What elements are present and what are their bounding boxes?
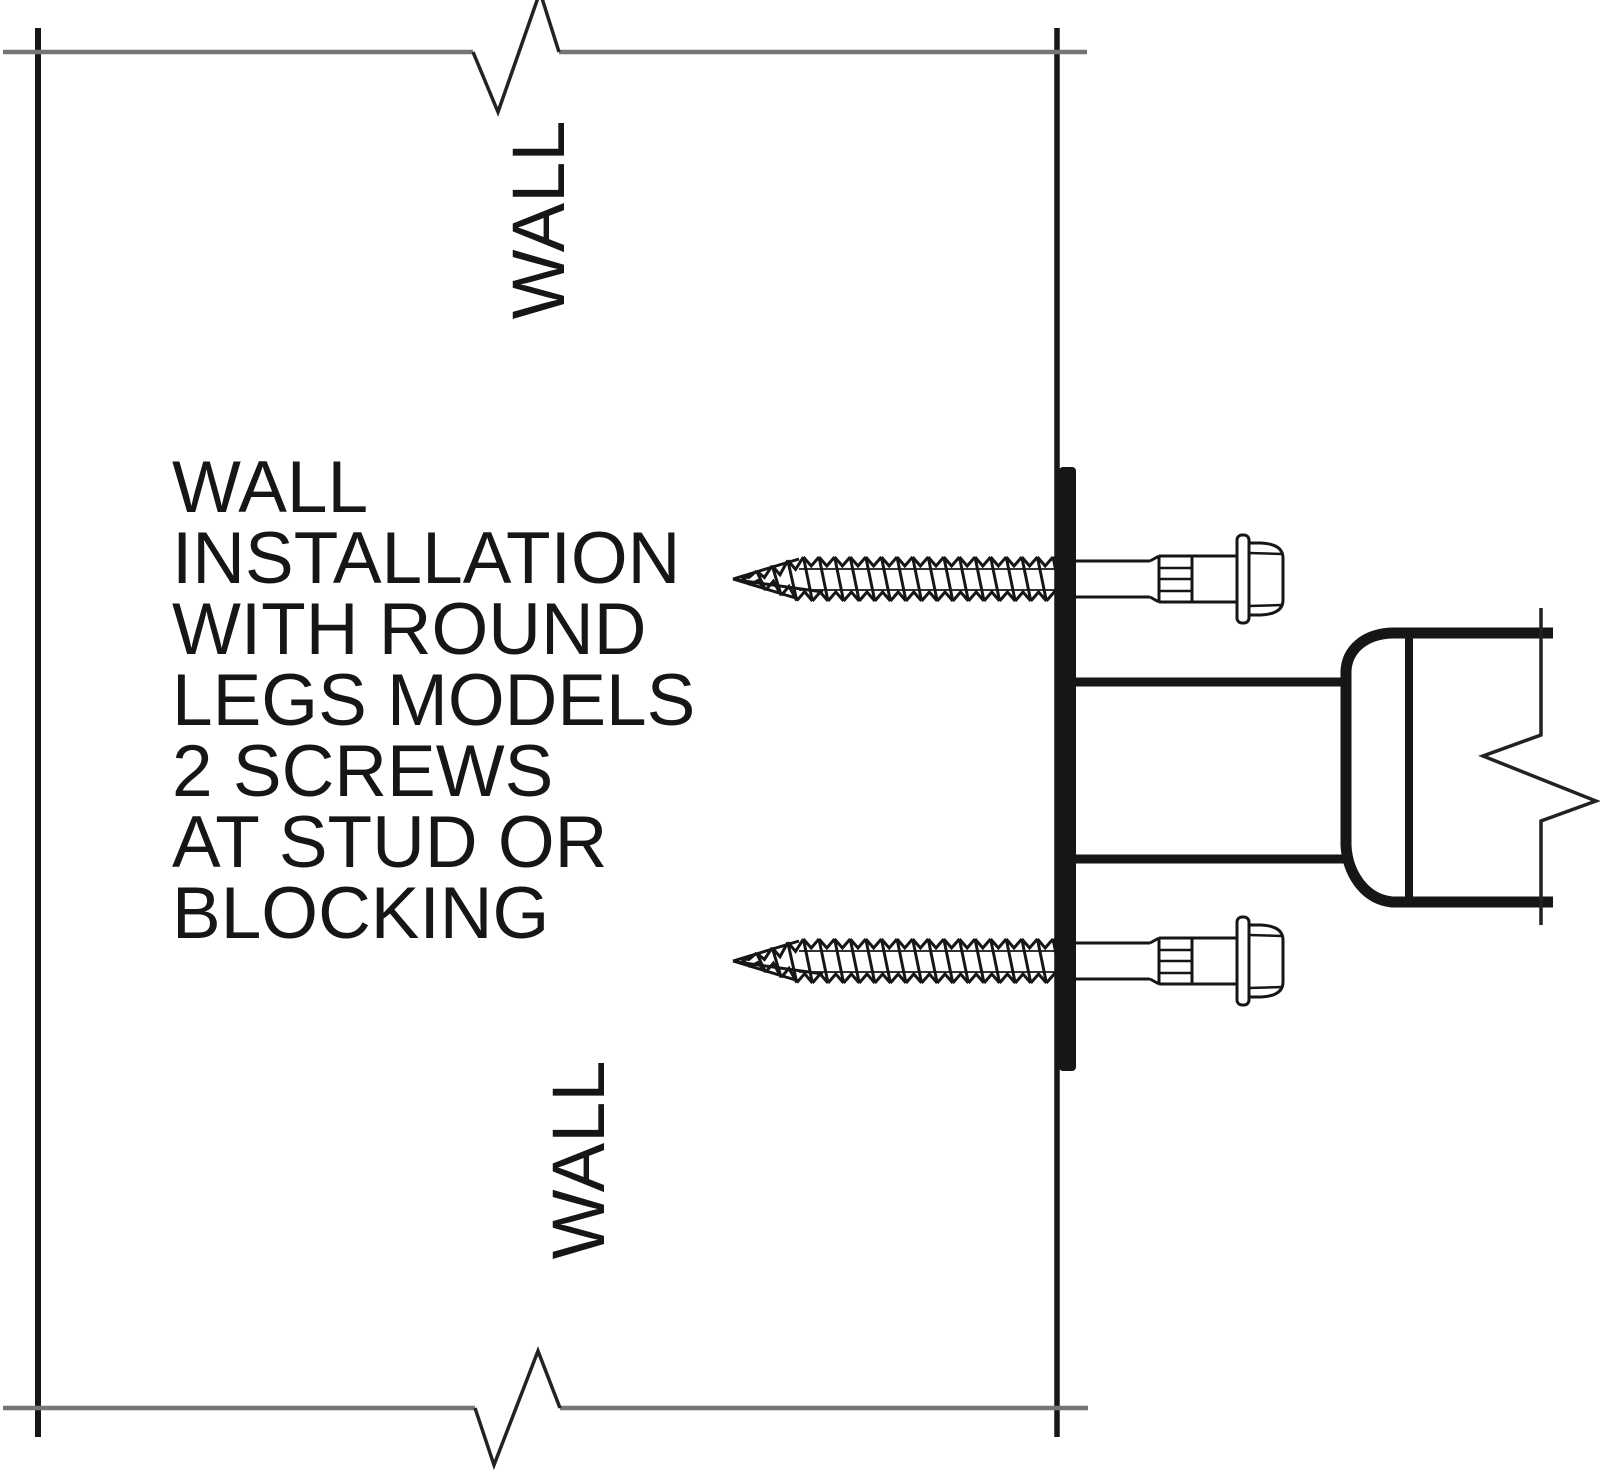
lag-screw-top-icon [732,533,1285,625]
wall-break-top-icon [471,0,561,117]
wall-label-top: WALL [496,120,580,320]
wall-outline [3,28,1088,1437]
installation-note: WALL INSTALLATION WITH ROUND LEGS MODELS… [172,447,696,954]
lag-screw-bottom-icon [732,915,1285,1007]
mounting-plate [1059,467,1076,1071]
round-leg [1340,627,1553,908]
leg-break-icon [1478,608,1600,925]
wall-break-bottom-icon [473,1346,562,1471]
round-leg-outline [1340,627,1553,908]
wall-label-bottom: WALL [536,1060,620,1260]
flange-washer [1235,533,1251,625]
leg-arm-tube [1075,677,1348,864]
flange-washer [1235,915,1251,1007]
